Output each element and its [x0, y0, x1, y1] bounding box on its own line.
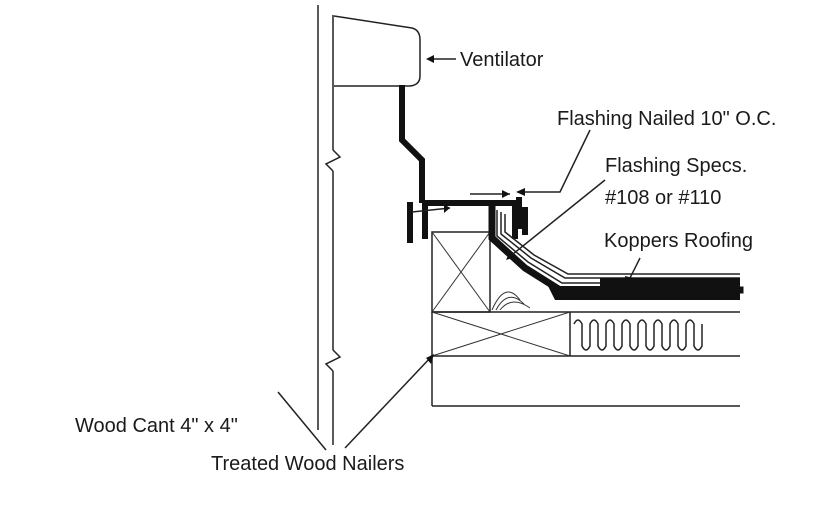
label-wood-cant: Wood Cant 4" x 4" [75, 415, 238, 437]
cant-fill [490, 291, 545, 313]
wood-cant [431, 231, 491, 313]
label-flashing-nailed: Flashing Nailed 10" O.C. [557, 108, 776, 130]
diagram-labels: Ventilator Flashing Nailed 10" O.C. Flas… [75, 49, 776, 475]
wall-section [317, 5, 342, 445]
label-ventilator: Ventilator [460, 49, 544, 71]
label-koppers-roofing: Koppers Roofing [604, 230, 753, 252]
cap-flashing [407, 197, 528, 243]
label-flashing-specs-line1: Flashing Specs. [605, 155, 747, 177]
flashing-layers [488, 201, 744, 300]
label-treated-wood-nailers: Treated Wood Nailers [211, 453, 404, 475]
ventilator-unit [333, 15, 425, 203]
roof-deck [431, 311, 740, 407]
label-flashing-specs-line2: #108 or #110 [605, 187, 721, 209]
leader-lines [277, 55, 641, 451]
flashing-nails [411, 190, 510, 213]
